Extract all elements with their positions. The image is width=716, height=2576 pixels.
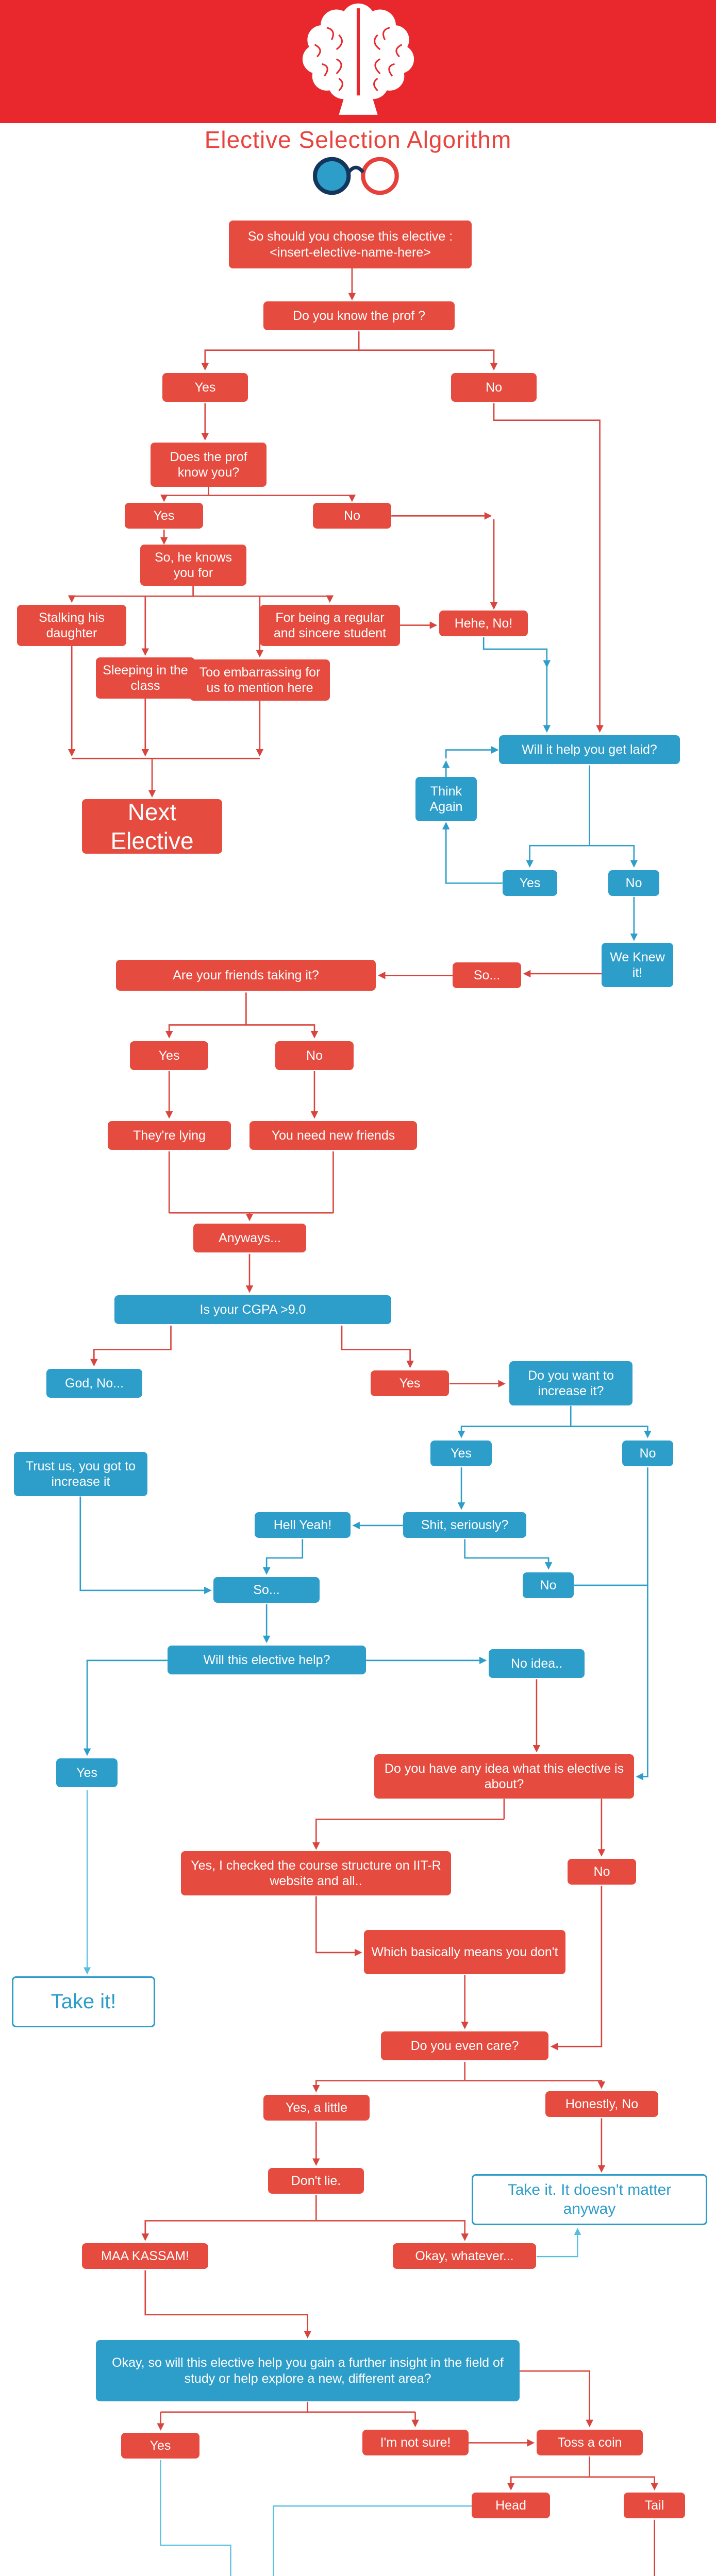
node-head: Head <box>472 2493 550 2518</box>
node-care-honestly-no: Honestly, No <box>545 2091 658 2117</box>
node-need-new-friends: You need new friends <box>249 1121 417 1150</box>
node-any-idea-about: Do you have any idea what this elective … <box>374 1754 634 1799</box>
node-increase-no: No <box>622 1440 673 1466</box>
node-get-laid-yes: Yes <box>503 870 557 896</box>
node-tail: Tail <box>624 2493 685 2518</box>
node-no-idea: No idea.. <box>489 1649 585 1678</box>
node-cgpa-yes: Yes <box>371 1370 449 1396</box>
node-want-increase: Do you want to increase it? <box>509 1361 632 1405</box>
node-hell-yeah: Hell Yeah! <box>255 1512 351 1538</box>
node-checked-course-structure: Yes, I checked the course structure on I… <box>181 1851 451 1895</box>
node-anyways: Anyways... <box>193 1224 306 1252</box>
node-we-knew-it: We Knew it! <box>602 943 673 987</box>
node-regular-sincere-student: For being a regular and sincere student <box>260 605 400 646</box>
node-prof-know-you-no: No <box>313 503 391 529</box>
node-know-prof-no: No <box>451 373 537 402</box>
node-theyre-lying: They're lying <box>108 1121 231 1150</box>
node-know-prof-yes: Yes <box>162 373 248 402</box>
node-friends-taking: Are your friends taking it? <box>116 960 376 991</box>
node-so-2: So... <box>213 1577 320 1603</box>
node-so-1: So... <box>453 962 521 988</box>
node-im-not-sure: I'm not sure! <box>362 2430 469 2455</box>
node-think-again: Think Again <box>415 777 477 821</box>
node-increase-yes: Yes <box>430 1440 492 1466</box>
node-start-question: So should you choose this elective : <in… <box>229 221 472 268</box>
node-dont-lie: Don't lie. <box>268 2168 364 2194</box>
node-friends-yes: Yes <box>130 1041 208 1070</box>
node-cgpa-question: Is your CGPA >9.0 <box>114 1295 391 1324</box>
node-toss-a-coin: Toss a coin <box>537 2430 643 2455</box>
node-prof-know-you: Does the prof know you? <box>151 443 267 487</box>
node-get-laid-no: No <box>608 870 659 896</box>
node-next-elective-1: Next Elective <box>82 799 222 854</box>
node-okay-whatever: Okay, whatever... <box>393 2243 536 2269</box>
node-shit-seriously: Shit, seriously? <box>403 1512 526 1538</box>
node-knows-you-for: So, he knows you for <box>140 545 246 586</box>
node-care-yes-little: Yes, a little <box>263 2095 370 2121</box>
node-help-yes: Yes <box>56 1758 118 1787</box>
node-cgpa-god-no: God, No... <box>46 1369 142 1398</box>
node-take-it-doesnt-matter: Take it. It doesn't matter anyway <box>472 2174 707 2225</box>
node-too-embarrassing: Too embarrassing for us to mention here <box>190 659 330 701</box>
brain-icon <box>302 3 414 115</box>
node-stalking-daughter: Stalking his daughter <box>17 605 126 646</box>
node-hehe-no: Hehe, No! <box>439 611 528 636</box>
node-maa-kassam: MAA KASSAM! <box>82 2243 208 2269</box>
page-title: Elective Selection Algorithm <box>204 126 512 153</box>
node-prof-know-you-yes: Yes <box>125 503 203 529</box>
node-sleeping-in-class: Sleeping in the class <box>96 657 195 699</box>
node-idea-no: No <box>568 1859 636 1885</box>
node-further-insight-question: Okay, so will this elective help you gai… <box>96 2340 520 2401</box>
node-insight-yes: Yes <box>121 2433 199 2459</box>
node-seriously-no: No <box>523 1572 574 1598</box>
node-basically-means-dont: Which basically means you don't <box>364 1930 565 1974</box>
header-banner <box>0 0 716 123</box>
node-get-laid: Will it help you get laid? <box>499 735 680 764</box>
node-friends-no: No <box>275 1041 354 1070</box>
glasses-icon <box>0 149 716 202</box>
node-trust-us: Trust us, you got to increase it <box>14 1452 147 1496</box>
node-will-elective-help: Will this elective help? <box>168 1646 366 1674</box>
node-take-it-small: Take it! <box>12 1976 155 2027</box>
node-know-the-prof: Do you know the prof ? <box>263 301 455 330</box>
node-even-care: Do you even care? <box>381 2031 548 2060</box>
